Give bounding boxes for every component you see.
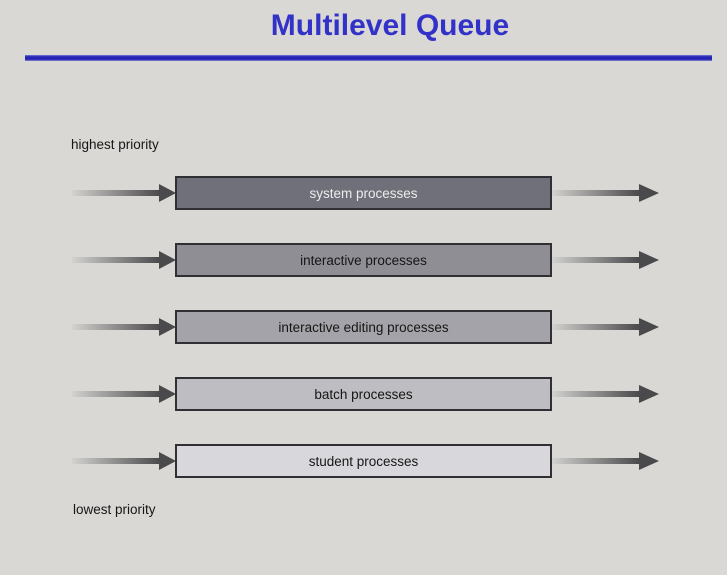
in-arrow-shaft — [72, 190, 160, 196]
out-arrow-shaft — [552, 458, 639, 464]
in-arrow-shaft — [72, 257, 160, 263]
queue-label: student processes — [308, 453, 419, 469]
queue-box: student processes — [175, 444, 552, 478]
queue-label: interactive processes — [300, 252, 427, 268]
queue-box: batch processes — [175, 377, 552, 411]
queue-label: system processes — [309, 185, 418, 201]
queue-row: interactive processes — [0, 243, 727, 277]
out-arrow-head-icon — [639, 385, 659, 403]
title-rule — [25, 55, 712, 61]
out-arrow-shaft — [552, 391, 639, 397]
queue-row: system processes — [0, 176, 727, 210]
highest-priority-label: highest priority — [71, 137, 159, 152]
in-arrow-head-icon — [159, 385, 176, 403]
out-arrow-head-icon — [639, 452, 659, 470]
in-arrow-head-icon — [159, 452, 176, 470]
out-arrow-head-icon — [639, 318, 659, 336]
in-arrow-shaft — [72, 324, 160, 330]
queue-box: interactive editing processes — [175, 310, 552, 344]
queue-box: system processes — [175, 176, 552, 210]
out-arrow-shaft — [552, 190, 639, 196]
in-arrow-shaft — [72, 391, 160, 397]
queue-row: batch processes — [0, 377, 727, 411]
queue-label: batch processes — [314, 386, 413, 402]
in-arrow-head-icon — [159, 184, 176, 202]
out-arrow-head-icon — [639, 184, 659, 202]
in-arrow-head-icon — [159, 318, 176, 336]
out-arrow-shaft — [552, 324, 639, 330]
in-arrow-shaft — [72, 458, 160, 464]
queue-label: interactive editing processes — [278, 319, 449, 335]
in-arrow-head-icon — [159, 251, 176, 269]
out-arrow-head-icon — [639, 251, 659, 269]
queue-row: interactive editing processes — [0, 310, 727, 344]
queue-row: student processes — [0, 444, 727, 478]
page-title: Multilevel Queue — [270, 9, 510, 42]
lowest-priority-label: lowest priority — [73, 502, 156, 517]
out-arrow-shaft — [552, 257, 639, 263]
queue-box: interactive processes — [175, 243, 552, 277]
